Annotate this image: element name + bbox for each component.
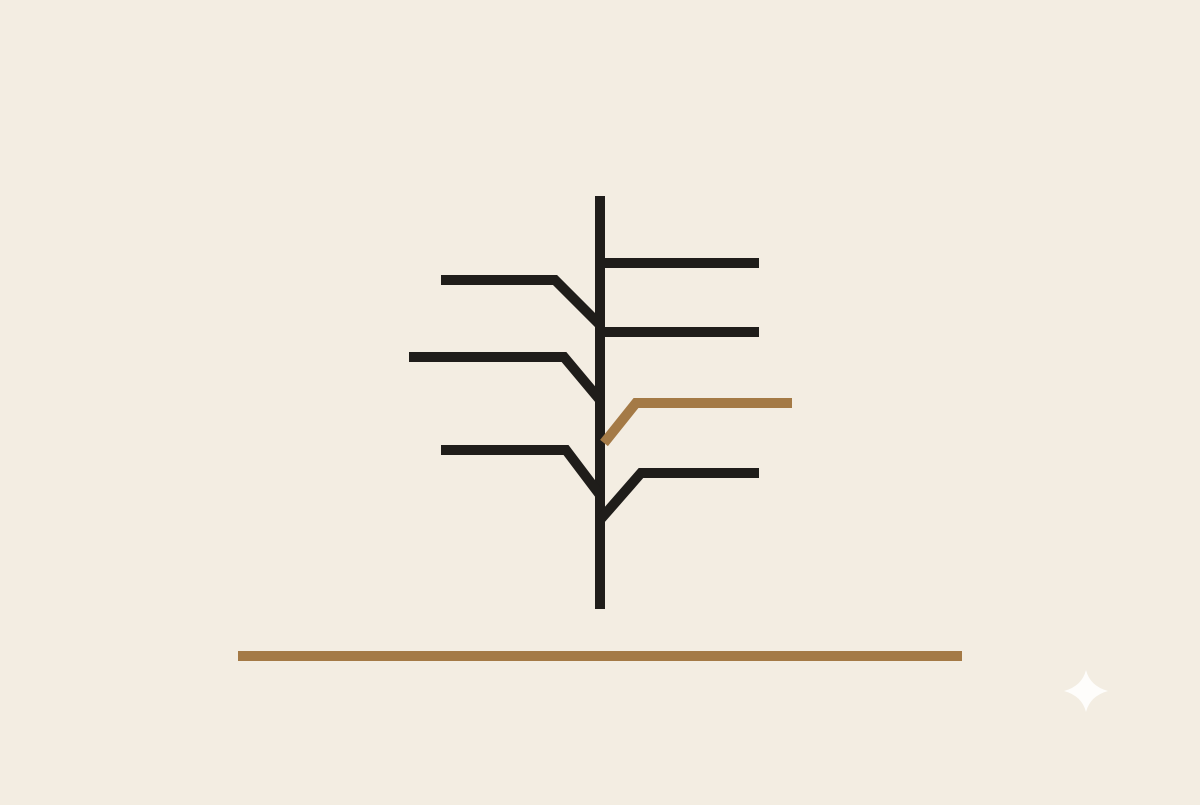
left-branch-middle xyxy=(409,352,604,404)
right-branch-bottom xyxy=(596,468,759,524)
left-branch-top xyxy=(441,275,604,329)
left-branch-bottom xyxy=(441,445,604,499)
right-branch-accent xyxy=(600,398,792,447)
sparkle-icon xyxy=(1064,670,1108,712)
